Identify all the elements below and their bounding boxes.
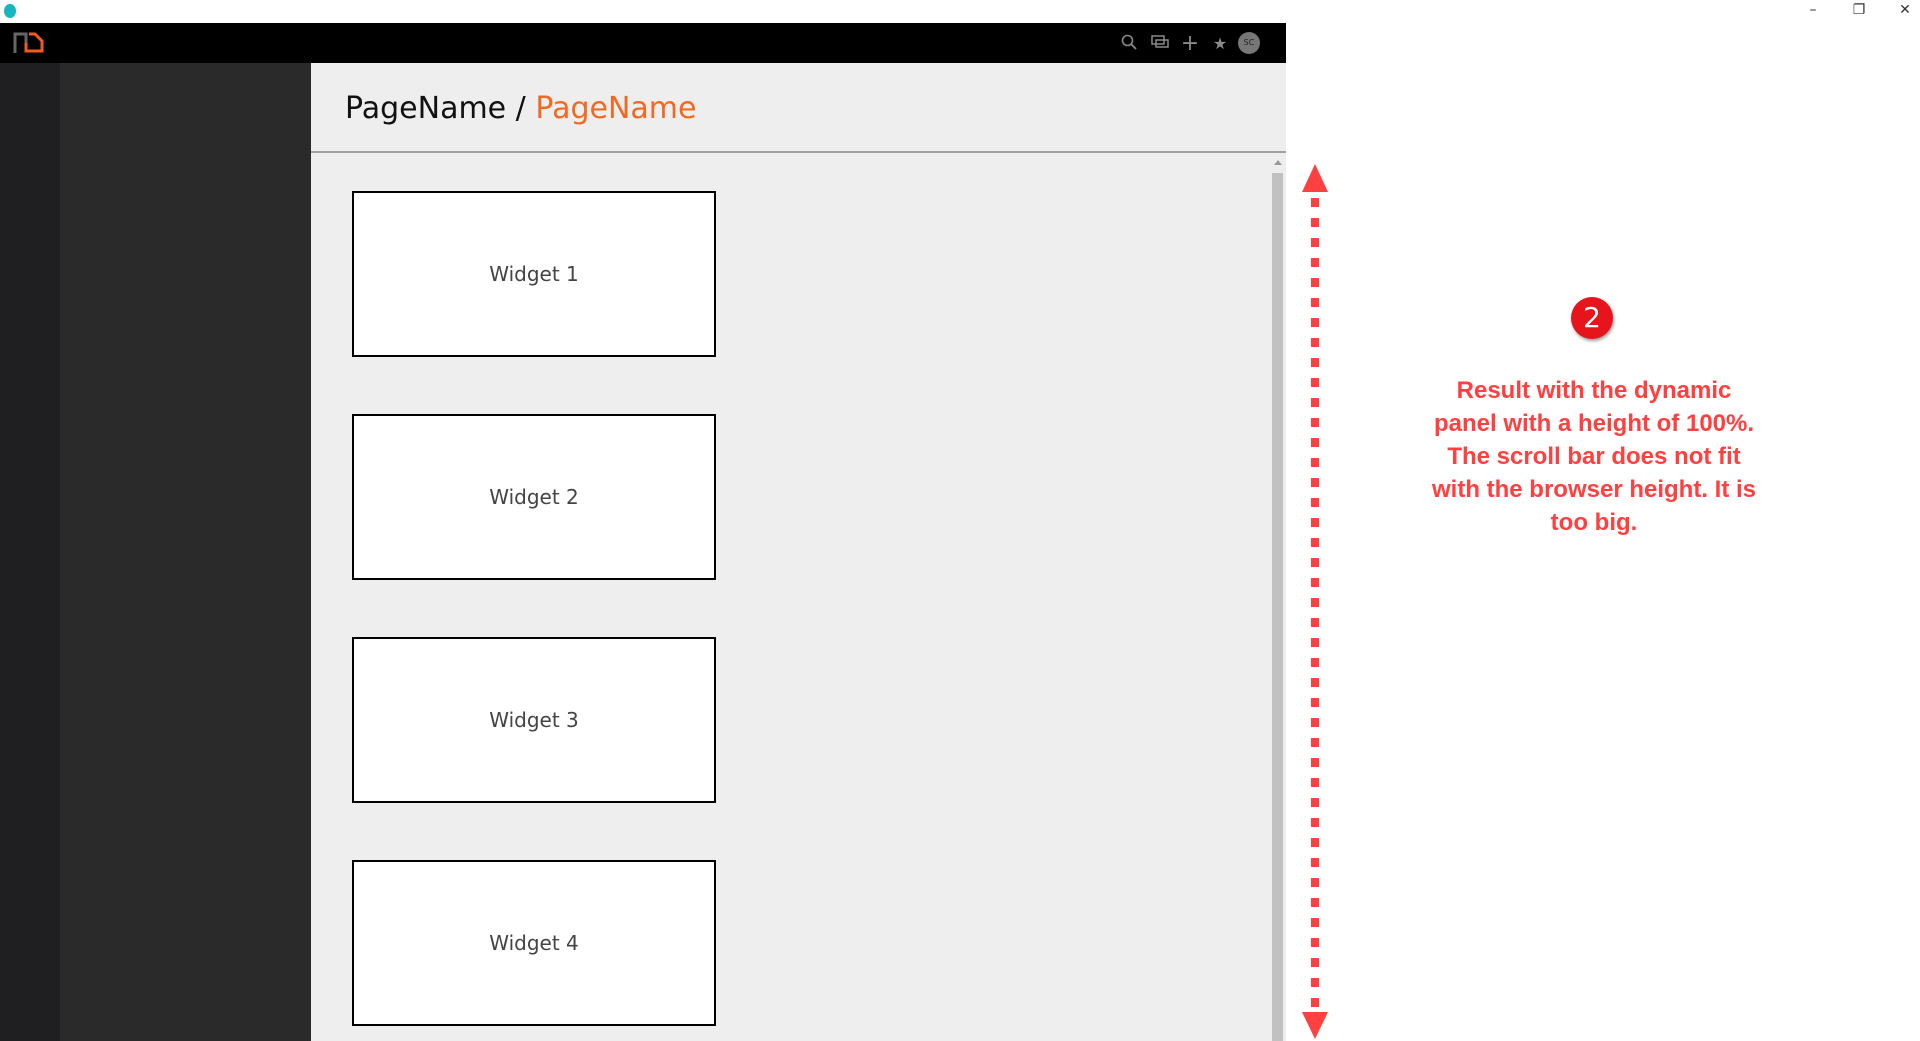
- avatar[interactable]: SC: [1238, 32, 1260, 54]
- close-button[interactable]: ✕: [1899, 2, 1911, 18]
- app-icon: [4, 4, 16, 18]
- breadcrumb-separator: /: [506, 91, 536, 126]
- logo-icon[interactable]: [12, 31, 46, 55]
- sidebar: [60, 63, 311, 1041]
- widget-4[interactable]: Widget 4: [352, 860, 716, 1026]
- chat-icon[interactable]: [1150, 34, 1170, 54]
- annotation-line-1: Result with the dynamic panel with a hei…: [1433, 377, 1755, 437]
- window-titlebar: – ❐ ✕: [0, 0, 1920, 23]
- step-badge: 2: [1571, 297, 1613, 339]
- restore-button[interactable]: ❐: [1852, 2, 1866, 18]
- widget-1[interactable]: Widget 1: [352, 191, 716, 357]
- scrollbar-thumb[interactable]: [1272, 173, 1283, 1041]
- plus-icon[interactable]: +: [1180, 31, 1200, 56]
- star-icon[interactable]: ★: [1212, 34, 1228, 53]
- top-bar: + ★ SC: [0, 23, 1286, 63]
- widget-3[interactable]: Widget 3: [352, 637, 716, 803]
- double-arrow-annotation-icon: [1302, 164, 1328, 1039]
- widget-label: Widget 1: [489, 262, 579, 286]
- breadcrumb: PageName / PageName: [345, 91, 696, 126]
- nav-rail: [0, 63, 60, 1041]
- widget-label: Widget 4: [489, 931, 579, 955]
- minimize-button[interactable]: –: [1809, 2, 1817, 18]
- breadcrumb-current: PageName: [535, 91, 697, 126]
- breadcrumb-parent[interactable]: PageName: [345, 91, 507, 126]
- main-content: PageName / PageName Widget 1 Widget 2 Wi…: [311, 63, 1286, 1041]
- scroll-up-arrow-icon[interactable]: [1274, 160, 1282, 165]
- page-header: PageName / PageName: [311, 63, 1286, 153]
- widget-2[interactable]: Widget 2: [352, 414, 716, 580]
- search-icon[interactable]: [1119, 34, 1139, 54]
- annotation-line-2: The scroll bar does not fit with the bro…: [1431, 443, 1757, 536]
- widget-label: Widget 3: [489, 708, 579, 732]
- widget-label: Widget 2: [489, 485, 579, 509]
- annotation-text: Result with the dynamic panel with a hei…: [1424, 374, 1764, 539]
